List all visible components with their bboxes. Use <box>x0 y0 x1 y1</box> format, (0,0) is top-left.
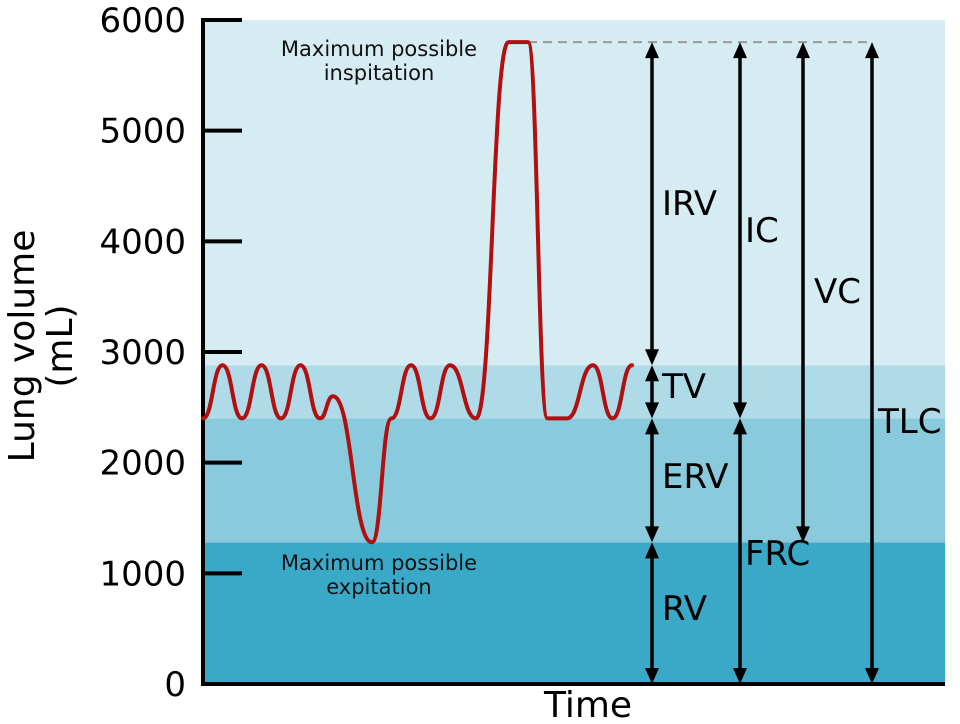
volume-erv: ERV <box>645 418 729 543</box>
arrowhead-up-tv <box>645 365 659 382</box>
volume-label-tlc: TLC <box>877 402 941 442</box>
volume-tlc: TLC <box>865 42 941 684</box>
y-axis-title-line-2: (mL) <box>40 304 81 387</box>
arrowhead-up-erv <box>645 418 659 435</box>
volume-tv: TV <box>645 365 706 419</box>
volume-vc: VC <box>796 42 861 543</box>
volume-frc: FRC <box>733 418 810 684</box>
arrowhead-up-rv <box>645 542 659 559</box>
band-3 <box>203 20 945 366</box>
annotation-max-exp-line-1: expitation <box>326 575 431 599</box>
volume-label-irv: IRV <box>662 184 717 224</box>
volume-label-tv: TV <box>661 367 706 407</box>
arrowhead-down-tlc <box>865 668 879 684</box>
x-axis-title: Time <box>543 685 632 724</box>
band-1 <box>203 418 945 543</box>
volume-ic: IC <box>733 42 779 419</box>
volume-irv: IRV <box>645 42 717 366</box>
arrowhead-down-rv <box>645 668 659 684</box>
y-tick-label-1: 1000 <box>99 554 186 594</box>
y-tick-label-3: 3000 <box>99 333 186 373</box>
y-tick-label-4: 4000 <box>99 222 186 262</box>
arrowhead-up-frc <box>733 418 747 435</box>
arrowhead-down-vc <box>796 526 810 543</box>
y-tick-label-2: 2000 <box>99 444 186 484</box>
volume-label-erv: ERV <box>662 457 729 497</box>
volume-bands <box>203 20 945 684</box>
y-tick-label-6: 6000 <box>99 1 186 41</box>
volume-arrows: IRV TV ERV RV IC FRC VC TLC <box>645 42 941 684</box>
band-0 <box>203 542 945 684</box>
arrowhead-down-erv <box>645 526 659 543</box>
arrowhead-up-irv <box>645 42 659 59</box>
arrowhead-down-ic <box>733 402 747 419</box>
y-tick-label-0: 0 <box>164 665 186 705</box>
volume-rv: RV <box>645 542 707 684</box>
arrowhead-up-ic <box>733 42 747 59</box>
volume-label-rv: RV <box>662 589 707 629</box>
breathing-curve <box>201 40 634 545</box>
annotation-max-insp-line-1: inspitation <box>324 61 435 85</box>
annotation-max-insp-line-0: Maximum possible <box>281 37 477 61</box>
arrowhead-up-tlc <box>865 42 879 59</box>
arrowhead-down-frc <box>733 668 747 684</box>
annotation-max-exp-line-0: Maximum possible <box>281 551 477 575</box>
volume-label-vc: VC <box>814 272 861 312</box>
volume-label-frc: FRC <box>745 534 810 574</box>
y-tick-label-5: 5000 <box>99 112 186 152</box>
arrowhead-down-tv <box>645 402 659 419</box>
y-ticks: 0 1000 2000 3000 4000 5000 6000 <box>99 1 242 705</box>
y-axis-title-line-1: Lung volume <box>2 230 43 463</box>
volume-label-ic: IC <box>745 211 779 251</box>
arrowhead-down-irv <box>645 349 659 366</box>
arrowhead-up-vc <box>796 42 810 59</box>
y-axis-title: Lung volume (mL) <box>2 230 81 463</box>
